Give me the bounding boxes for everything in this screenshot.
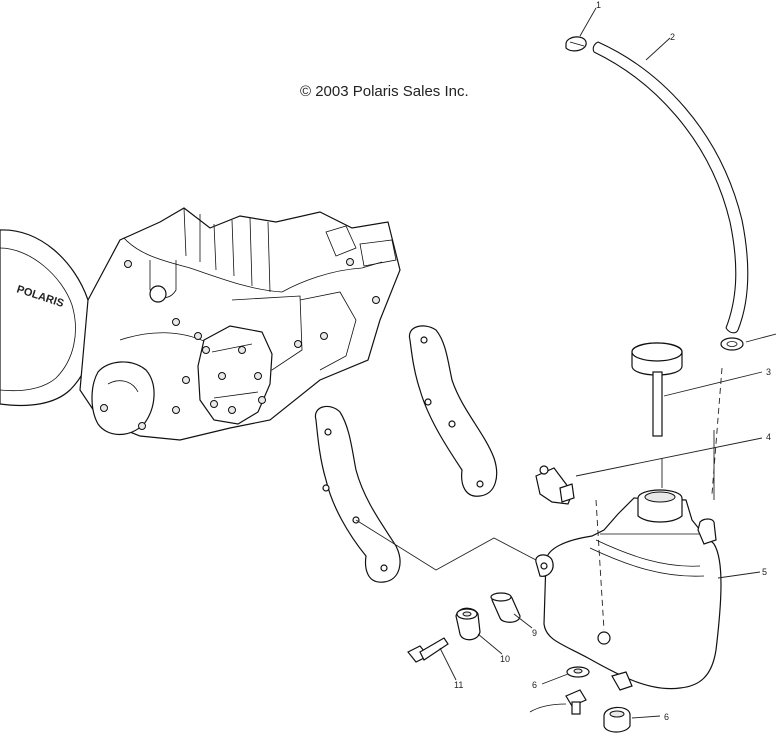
spacer-9 (490, 592, 521, 623)
callout-3: 3 (766, 367, 771, 377)
grommet-10 (455, 607, 481, 641)
leader-lines (355, 7, 776, 719)
washer-8 (566, 666, 590, 678)
overflow-hose (592, 41, 749, 334)
mount-bracket-lower (314, 405, 401, 583)
callout-1: 1 (596, 0, 601, 10)
callout-2: 2 (670, 32, 675, 42)
hose-clamp (565, 36, 587, 52)
callout-labels: 1 2 3 4 5 6 6 9 10 11 (454, 0, 771, 722)
callout-6-nut: 6 (664, 712, 669, 722)
callout-10: 10 (500, 654, 510, 664)
oil-tank (535, 489, 722, 691)
callout-5: 5 (762, 567, 767, 577)
copyright-text: © 2003 Polaris Sales Inc. (300, 83, 469, 100)
level-sensor (535, 465, 575, 505)
engine-bolts (100, 258, 380, 430)
bolt-11 (407, 637, 449, 663)
callout-9: 9 (532, 628, 537, 638)
dipstick-cap (631, 342, 683, 437)
screw-7 (529, 689, 587, 715)
hose-washer (720, 337, 744, 351)
callout-6-washer: 6 (532, 680, 537, 690)
callout-4: 4 (766, 432, 771, 442)
engine-assembly: POLARIS (0, 207, 401, 441)
callout-11: 11 (454, 680, 463, 690)
nut-6 (603, 706, 631, 733)
mount-bracket-upper (408, 325, 498, 497)
